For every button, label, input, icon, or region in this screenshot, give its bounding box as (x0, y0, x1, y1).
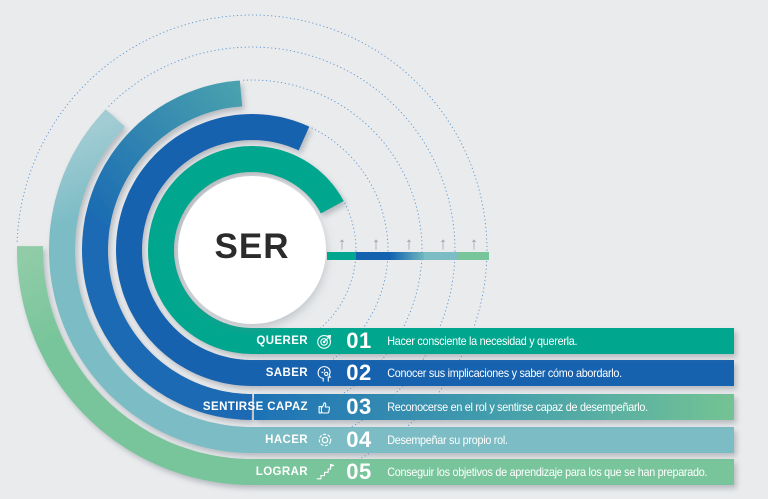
center-title: SER (214, 227, 290, 266)
up-arrow-icon: ↑ (338, 234, 347, 253)
step-row-lograr: LOGRAR 05 Conseguir los objetivos de apr… (130, 459, 734, 485)
up-arrow-icon: ↑ (372, 234, 381, 253)
up-arrow-icon: ↑ (439, 234, 448, 253)
ruler-segment (390, 252, 424, 260)
step-description: Reconocerse en el rol y sentirse capaz d… (387, 400, 648, 414)
step-row-querer: QUERER 01 Hacer consciente la necesidad … (130, 328, 734, 354)
thumbs-up-icon (312, 397, 338, 417)
step-number: 03 (346, 393, 372, 419)
band-sentirse-capaz (82, 80, 734, 420)
ruler-segment (327, 252, 356, 260)
step-number: 02 (346, 359, 372, 385)
step-row-sentirse-capaz: SENTIRSE CAPAZ 03 Reconocerse en el rol … (130, 394, 734, 420)
head-lightbulb-icon (312, 363, 338, 383)
dotted-guide-circle (255, 202, 357, 355)
step-label: LOGRAR (255, 466, 308, 478)
ruler-segment (457, 252, 489, 260)
up-arrow-icon: ↑ (470, 234, 479, 253)
step-label: SABER (265, 367, 308, 379)
ruler-arrows: ↑ ↑ ↑ ↑ ↑ (338, 234, 479, 253)
step-description: Desempeñar su propio rol. (387, 433, 508, 447)
band-hacer (49, 109, 734, 453)
step-number: 01 (346, 327, 372, 353)
step-label: SENTIRSE CAPAZ (202, 401, 308, 413)
up-arrow-icon: ↑ (405, 234, 414, 253)
step-description: Hacer consciente la necesidad y quererla… (387, 334, 578, 348)
step-row-hacer: HACER 04 Desempeñar su propio rol. (130, 427, 734, 453)
step-number: 04 (346, 426, 372, 452)
gear-icon (312, 430, 338, 450)
step-row-saber: SABER 02 Conocer sus implicaciones y sab… (130, 360, 734, 386)
center-circle (178, 176, 326, 324)
ruler-segment (424, 252, 457, 260)
target-dart-icon (312, 331, 338, 351)
step-label: HACER (265, 434, 308, 446)
ruler-segment (356, 252, 390, 260)
band-lograr (17, 237, 734, 485)
step-number: 05 (346, 458, 372, 484)
step-description: Conocer sus implicaciones y saber cómo a… (387, 366, 622, 380)
step-description: Conseguir los objetivos de aprendizaje p… (387, 465, 708, 479)
stairs-flag-icon (312, 462, 338, 482)
ruler-strip (327, 252, 489, 260)
band-saber (116, 114, 734, 386)
band-querer (148, 146, 734, 354)
step-label: QUERER (256, 335, 308, 347)
